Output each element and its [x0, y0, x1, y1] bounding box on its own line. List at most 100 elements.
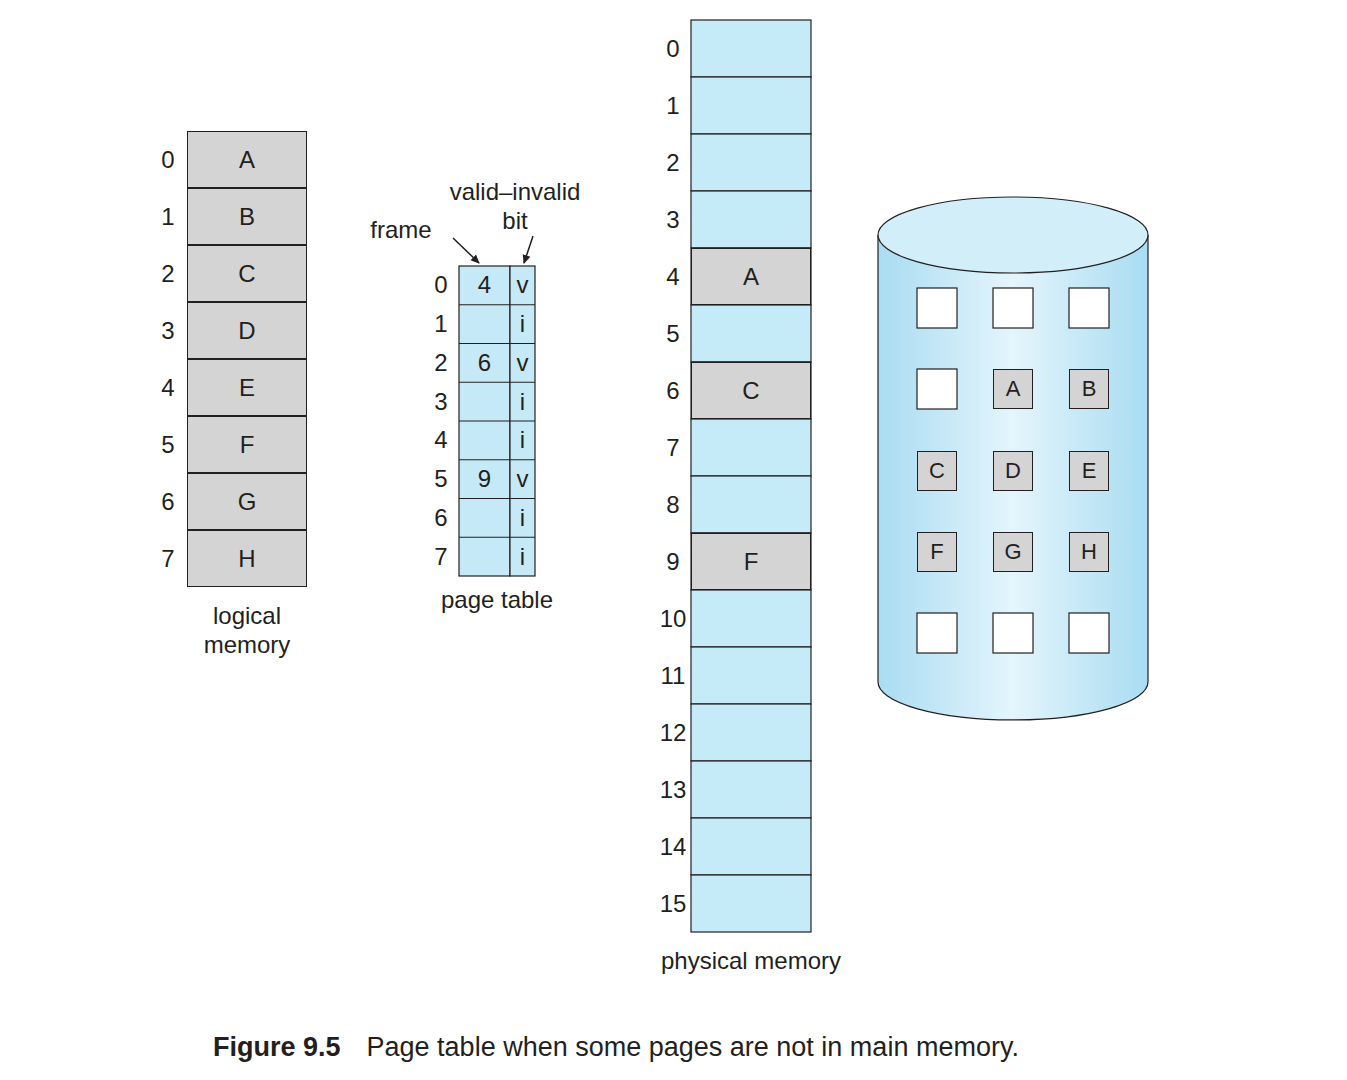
index-number: 7 [148, 530, 188, 587]
index-number: 4 [148, 359, 188, 416]
disk-block: F [917, 532, 957, 572]
index-number: 2 [421, 344, 461, 383]
index-number: 6 [434, 504, 447, 532]
physical-frames [691, 20, 811, 932]
disk-block: H [1069, 532, 1109, 572]
frame-slot [691, 77, 811, 134]
figure-caption: Page table when some pages are not in ma… [367, 1032, 1019, 1063]
page-letter: E [239, 374, 255, 402]
frame-slot [691, 590, 811, 647]
page-letter: C [742, 377, 759, 405]
index-number: 3 [421, 382, 461, 421]
table-cell: i [520, 543, 525, 571]
disk-block: G [993, 532, 1033, 572]
table-cell: i [510, 499, 535, 538]
table-cell: i [510, 382, 535, 421]
table-cell: v [510, 344, 535, 383]
page-letter: H [238, 545, 255, 573]
table-cell: 9 [459, 460, 510, 499]
index-number: 3 [651, 191, 695, 248]
caption-label: logical memory [187, 601, 307, 659]
index-number: 13 [660, 776, 687, 804]
page-box: A [187, 131, 307, 188]
figure-number: Figure 9.5 [213, 1030, 373, 1064]
index-number: 7 [651, 419, 695, 476]
page-letter: A [743, 263, 759, 291]
caption-label: page table [417, 584, 577, 616]
page-letter: F [930, 539, 943, 565]
frame-box: F [691, 533, 811, 590]
table-cell: i [520, 310, 525, 338]
index-number: 15 [651, 875, 695, 932]
index-number: 8 [651, 476, 695, 533]
caption-label: physical memory [661, 947, 841, 975]
page-box: F [187, 416, 307, 473]
disk-cylinder [878, 197, 1148, 720]
index-number: 10 [660, 605, 687, 633]
index-number: 0 [161, 146, 174, 174]
index-number: 7 [666, 434, 679, 462]
table-cell: i [520, 504, 525, 532]
index-number: 5 [434, 465, 447, 493]
frame-box: A [691, 248, 811, 305]
index-number: 14 [651, 818, 695, 875]
table-rule [459, 420, 535, 421]
index-number: 0 [148, 131, 188, 188]
leader-arrow [524, 236, 533, 263]
figure-number: Figure 9.5 [213, 1032, 341, 1063]
table-cell: v [517, 349, 529, 377]
index-number: 3 [161, 317, 174, 345]
index-number: 7 [161, 545, 174, 573]
page-letter: A [1006, 376, 1021, 402]
table-cell: 4 [478, 271, 491, 299]
page-box: B [187, 188, 307, 245]
disk-block [993, 288, 1033, 328]
page-box: E [187, 359, 307, 416]
disk-block [917, 613, 957, 653]
index-number: 1 [666, 92, 679, 120]
index-number: 2 [148, 245, 188, 302]
index-number: 3 [148, 302, 188, 359]
disk-block: A [993, 369, 1033, 409]
disk-block [1069, 613, 1109, 653]
frame-slot [691, 647, 811, 704]
table-cell: v [517, 271, 529, 299]
table-rule [459, 382, 535, 383]
index-number: 11 [651, 647, 695, 704]
disk-block [917, 288, 957, 328]
leader-arrow [453, 238, 479, 263]
frame-slot [691, 533, 811, 590]
disk-block [1069, 288, 1109, 328]
frame-box: C [691, 362, 811, 419]
table-rule [459, 343, 535, 344]
figure-caption: Page table when some pages are not in ma… [367, 1030, 1267, 1064]
frame-slot [691, 761, 811, 818]
page-letter: D [238, 317, 255, 345]
index-number: 13 [651, 761, 695, 818]
index-number: 6 [651, 362, 695, 419]
index-number: 6 [148, 473, 188, 530]
index-number: 4 [434, 426, 447, 454]
index-number: 9 [651, 533, 695, 590]
index-number: 6 [666, 377, 679, 405]
index-number: 1 [421, 305, 461, 344]
table-cell: i [520, 426, 525, 454]
page-letter: C [238, 260, 255, 288]
index-number: 0 [434, 271, 447, 299]
page-letter: G [238, 488, 257, 516]
index-number: 4 [161, 374, 174, 402]
index-number: 3 [434, 388, 447, 416]
frame-slot [691, 818, 811, 875]
frame-slot [691, 875, 811, 932]
index-number: 5 [148, 416, 188, 473]
table-cell: i [510, 421, 535, 460]
index-number: 0 [651, 20, 695, 77]
index-number: 0 [666, 35, 679, 63]
disk-blocks [917, 288, 1109, 653]
table-cell: i [510, 537, 535, 576]
caption-label: logical memory [167, 598, 327, 662]
index-number: 15 [660, 890, 687, 918]
table-cell: 6 [459, 344, 510, 383]
page-box: H [187, 530, 307, 587]
index-number: 7 [421, 537, 461, 576]
